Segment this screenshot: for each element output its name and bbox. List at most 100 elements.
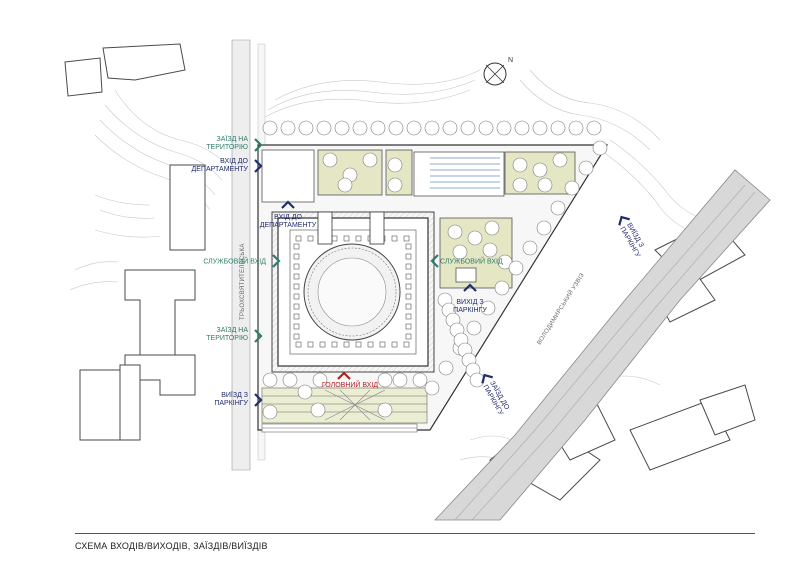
tree: [312, 372, 328, 388]
tree: [337, 177, 353, 193]
terrain-contours: [69, 69, 711, 471]
chevron-right-icon: [254, 329, 263, 343]
svg-text:СЛУЖБОВИЙ ВХІД: СЛУЖБОВИЙ ВХІД: [440, 257, 503, 266]
window: [405, 263, 412, 270]
main-building: [271, 211, 435, 373]
tree: [536, 220, 552, 236]
window: [405, 333, 412, 340]
tree: [480, 300, 496, 316]
tree: [552, 152, 568, 168]
tree: [568, 120, 584, 136]
svg-text:ТЕРИТОРІЮ: ТЕРИТОРІЮ: [206, 335, 248, 342]
volodymyrskyi-road: [434, 169, 771, 521]
tree: [478, 120, 494, 136]
window: [293, 243, 300, 250]
window: [405, 303, 412, 310]
svg-text:ТЕРИТОРІЮ: ТЕРИТОРІЮ: [206, 144, 248, 151]
window: [293, 293, 300, 300]
window: [355, 235, 362, 242]
window: [293, 323, 300, 330]
caption-divider: [75, 533, 755, 534]
window: [295, 235, 302, 242]
tree: [469, 372, 485, 388]
tree: [592, 140, 608, 156]
chevron-right-icon: [254, 138, 263, 152]
marker-main-entrance: ГОЛОВНИЙ ВХІД: [322, 371, 378, 389]
window: [367, 341, 374, 348]
window: [307, 235, 314, 242]
window: [355, 341, 362, 348]
tree: [377, 402, 393, 418]
window: [379, 341, 386, 348]
window: [343, 341, 350, 348]
marker-service-entry-left: СЛУЖБОВИЙ ВХІД: [203, 254, 281, 268]
chevron-up-icon: [281, 200, 295, 209]
svg-text:ПАРКІНГУ: ПАРКІНГУ: [453, 307, 487, 314]
tree: [262, 404, 278, 420]
svg-text:ВИХІД З: ВИХІД З: [456, 299, 483, 306]
tree: [280, 120, 296, 136]
window: [391, 235, 398, 242]
tree: [550, 200, 566, 216]
trokhsviatytelska-road: [231, 39, 251, 471]
window: [391, 341, 398, 348]
marker-entry-department-left: ВХІД ДО ДЕПАРТАМЕНТУ: [192, 158, 263, 173]
tree: [377, 372, 393, 388]
tree: [262, 372, 278, 388]
tree: [496, 120, 512, 136]
tree: [282, 372, 298, 388]
street-trokhsviatytelska: ТРЬОХСВЯТИТЕЛЬСЬКА: [240, 243, 246, 320]
tree: [578, 160, 594, 176]
tree: [406, 120, 422, 136]
tree: [412, 372, 428, 388]
tree: [438, 360, 454, 376]
trees: [262, 120, 608, 420]
marker-entry-territory-top: ЗАЇЗД НА ТЕРИТОРІЮ: [206, 135, 263, 152]
svg-text:ВХІД ДО: ВХІД ДО: [220, 158, 248, 165]
marker-entry-department-front: ВХІД ДО ДЕПАРТАМЕНТУ: [260, 200, 317, 229]
chevron-right-icon: [254, 159, 263, 173]
marker-entry-territory-bottom: ЗАЇЗД НА ТЕРИТОРІЮ: [206, 326, 263, 343]
chevron-left-icon: [430, 254, 439, 268]
plan-caption: СХЕМА ВХОДІВ/ВИХОДІВ, ЗАЇЗДІВ/ВИЇЗДІВ: [75, 541, 268, 551]
window: [293, 253, 300, 260]
tree: [316, 120, 332, 136]
chevron-up-icon: [337, 371, 351, 380]
window: [293, 283, 300, 290]
tree: [387, 177, 403, 193]
marker-parking-exit-right: ВИЇЗД З ПАРКІНГУ: [618, 215, 645, 259]
window: [293, 303, 300, 310]
svg-text:ДЕПАРТАМЕНТУ: ДЕПАРТАМЕНТУ: [260, 222, 317, 229]
window: [293, 333, 300, 340]
north-label: N: [508, 57, 513, 64]
tree: [494, 280, 510, 296]
svg-text:ВИЇЗД З: ВИЇЗД З: [221, 391, 248, 399]
marker-parking-exit-left: ВИЇЗД З ПАРКІНГУ: [214, 391, 263, 407]
tree: [537, 177, 553, 193]
window: [295, 341, 302, 348]
tree: [388, 120, 404, 136]
tree: [586, 120, 602, 136]
tree: [467, 230, 483, 246]
svg-text:СЛУЖБОВИЙ ВХІД: СЛУЖБОВИЙ ВХІД: [203, 257, 266, 266]
tree: [424, 380, 440, 396]
tree: [370, 120, 386, 136]
chevron-left-icon: [618, 215, 630, 226]
tree: [460, 120, 476, 136]
tree: [392, 372, 408, 388]
tree: [334, 120, 350, 136]
window: [405, 283, 412, 290]
tree: [442, 120, 458, 136]
chevron-right-icon: [272, 254, 281, 268]
window: [343, 235, 350, 242]
window: [307, 341, 314, 348]
tree: [298, 120, 314, 136]
tree: [424, 120, 440, 136]
tree: [512, 157, 528, 173]
north-arrow: N: [483, 57, 513, 86]
svg-text:ВХІД ДО: ВХІД ДО: [274, 214, 302, 221]
tree: [508, 260, 524, 276]
tree: [387, 157, 403, 173]
tree: [512, 177, 528, 193]
